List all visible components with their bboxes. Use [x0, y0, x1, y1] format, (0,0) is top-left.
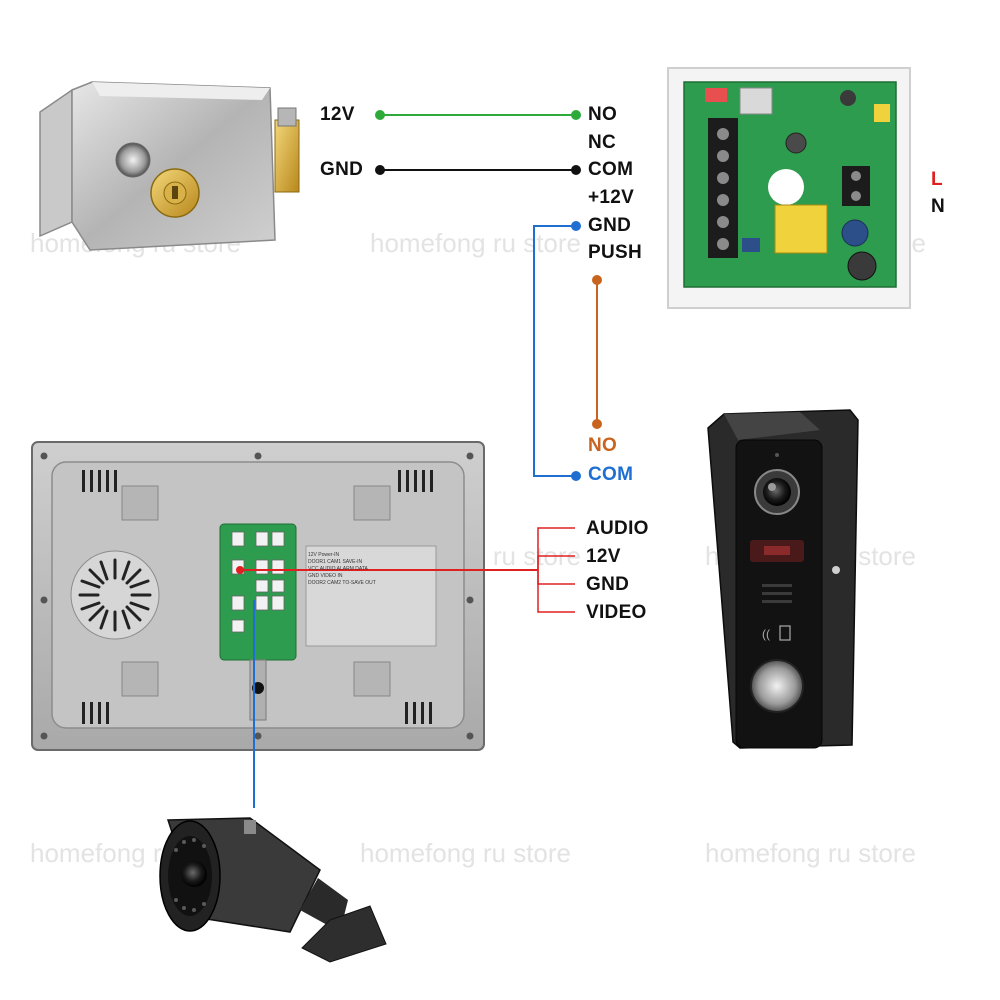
mains-label-l: L — [931, 169, 943, 190]
lock-label-gnd: GND — [320, 159, 364, 180]
cam-label-audio: AUDIO — [586, 518, 649, 539]
psu-label-plus12v: +12V — [588, 187, 635, 208]
monitor-label: VCC — [308, 566, 319, 572]
mains-label-n: N — [931, 196, 946, 217]
lock-label-12v: 12V — [320, 104, 355, 125]
monitor-label: VIDEO — [320, 573, 337, 579]
monitor-label: TO-SAVE — [342, 580, 364, 586]
psu-label-push: PUSH — [588, 242, 642, 263]
wire-camera-port — [236, 527, 575, 613]
exit-label-com: COM — [588, 464, 634, 485]
watermark: homefong ru store — [360, 838, 572, 868]
psu-label-nc: NC — [588, 132, 617, 153]
exit-label-no: NO — [588, 435, 618, 456]
monitor-label: AUDIO — [319, 566, 336, 572]
monitor-label: DATA — [355, 566, 368, 572]
wire-gnd — [375, 165, 581, 175]
monitor-back — [31, 441, 485, 751]
monitor-label: DOOR2 — [308, 580, 326, 586]
watermark: homefong ru store — [705, 838, 917, 868]
monitor-label: IN — [337, 573, 343, 579]
cam-label-video: VIDEO — [586, 602, 647, 623]
svg-text:((: (( — [762, 627, 770, 641]
monitor-label: CAM1 — [327, 559, 342, 565]
wire-gnd-to-com — [533, 221, 581, 481]
monitor-label: DOOR1 — [308, 559, 326, 565]
monitor-label: 12V — [308, 552, 317, 558]
monitor-label: Power-IN — [318, 552, 340, 558]
psu-label-no: NO — [588, 104, 618, 125]
cam-label-12v: 12V — [586, 546, 621, 567]
monitor-label: OUT — [365, 580, 376, 586]
monitor-label: GND — [308, 573, 320, 579]
wire-push-to-no — [592, 275, 602, 429]
bullet-camera — [159, 817, 387, 963]
cam-label-gnd: GND — [586, 574, 630, 595]
monitor-label: ALARM — [336, 566, 354, 572]
monitor-label: CAM2 — [327, 580, 342, 586]
door-station: (( — [707, 409, 859, 749]
power-supply-board — [667, 67, 911, 309]
monitor-port-labels: 12V Power-IN DOOR1 CAM1 SAVE-IN VCC AUDI… — [308, 552, 434, 587]
electric-lock — [39, 81, 300, 251]
monitor-label: SAVE-IN — [342, 559, 363, 565]
watermark: homefong ru store — [370, 228, 582, 258]
psu-label-gnd: GND — [588, 215, 632, 236]
psu-label-com: COM — [588, 159, 634, 180]
wire-12v — [375, 110, 581, 120]
